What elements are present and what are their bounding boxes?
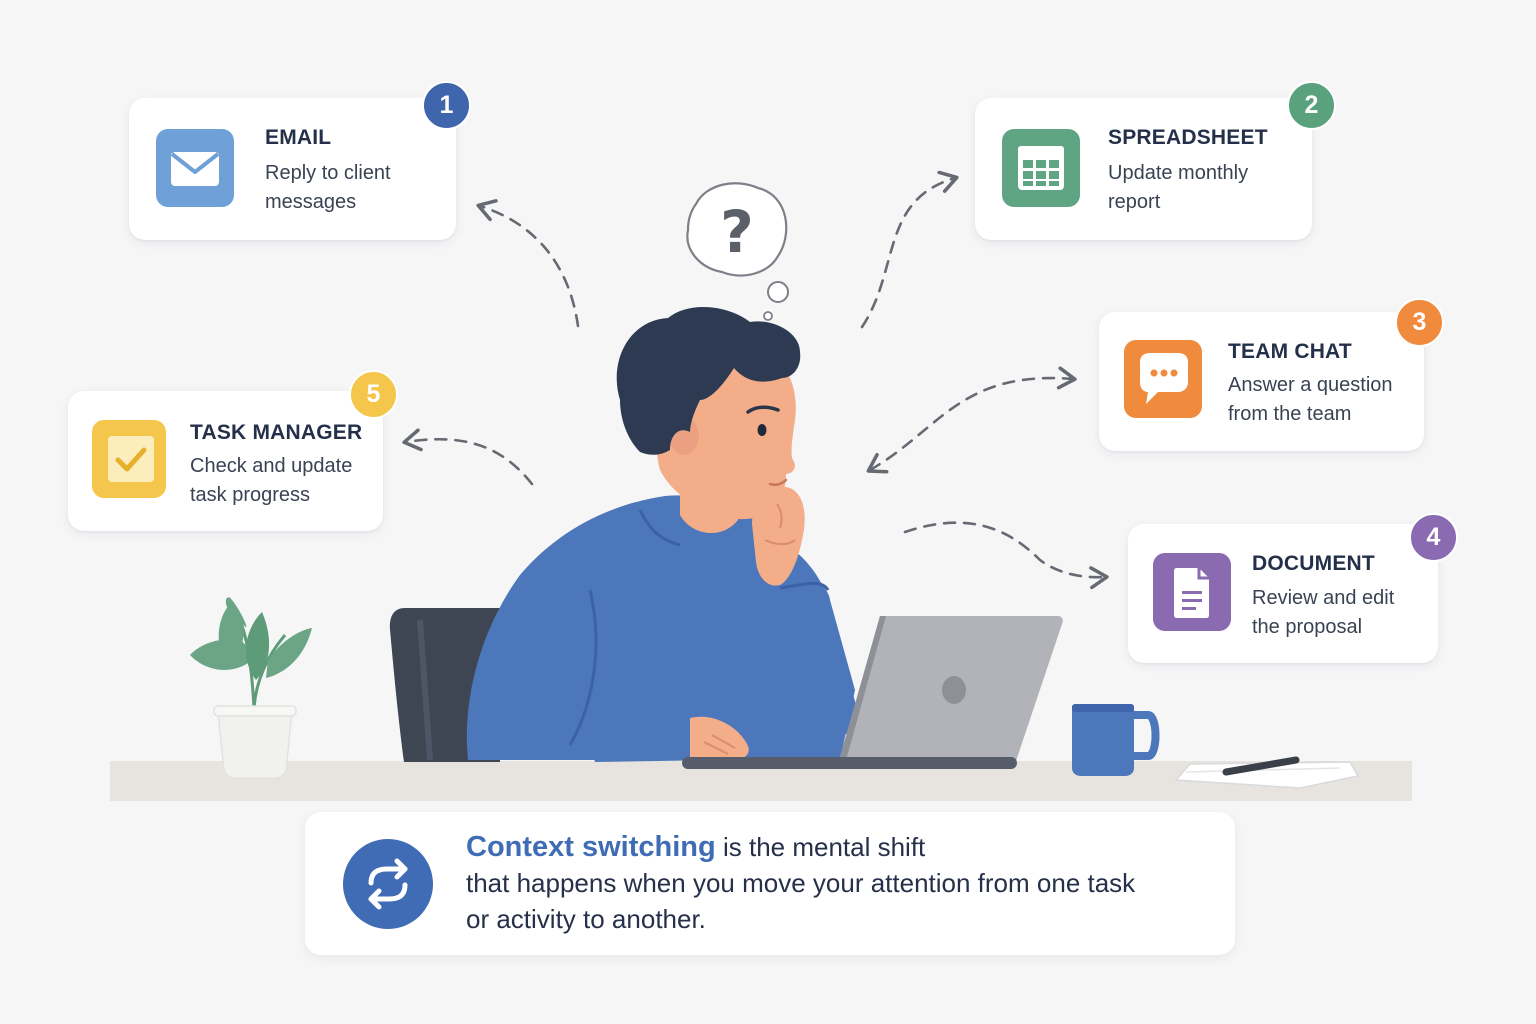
question-mark: ?: [720, 198, 754, 266]
paper-and-pen: [1174, 756, 1360, 789]
laptop: [682, 616, 1063, 769]
badge-5: 5: [349, 370, 398, 419]
spreadsheet-icon: [1002, 129, 1080, 207]
thought-bubble: [686, 182, 789, 321]
envelope-icon: [156, 129, 234, 207]
task-title: SPREADSHEET: [1108, 126, 1268, 149]
arrow-to-task-manager: [402, 428, 534, 486]
task-title: DOCUMENT: [1252, 552, 1375, 575]
badge-4: 4: [1409, 513, 1458, 562]
definition-caption: Context switching is the mental shift th…: [305, 812, 1235, 955]
mug: [1072, 704, 1160, 776]
arrow-to-email: [476, 199, 580, 328]
badge-1: 1: [422, 81, 471, 130]
arrow-to-document: [903, 521, 1109, 590]
person: [466, 306, 860, 762]
badge-3: 3: [1395, 298, 1444, 347]
task-title: EMAIL: [265, 126, 332, 149]
definition-text: Context switching is the mental shift th…: [466, 831, 1136, 934]
document-icon: [1153, 553, 1231, 631]
task-title: TASK MANAGER: [190, 421, 363, 444]
arrow-to-spreadsheet: [860, 170, 959, 329]
term-highlight: Context switching: [466, 831, 716, 863]
chat-bubble-icon: [1124, 340, 1202, 418]
arrow-team-chat: [866, 366, 1077, 474]
task-title: TEAM CHAT: [1228, 340, 1352, 363]
checkbox-icon: [92, 420, 166, 498]
potted-plant: [190, 597, 312, 779]
badge-2: 2: [1287, 81, 1336, 130]
swap-arrows-icon: [343, 839, 433, 929]
